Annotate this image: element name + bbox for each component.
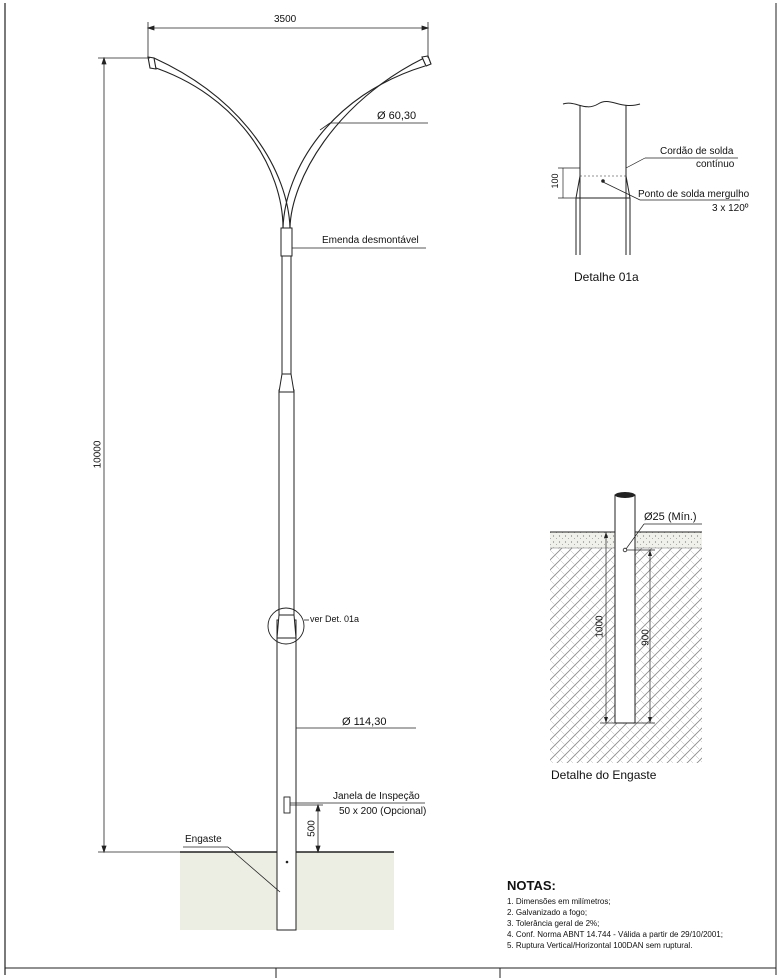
dim-total-height: [98, 56, 180, 854]
note-item: 4. Conf. Norma ABNT 14.744 - Válida a pa…: [507, 930, 723, 939]
hole-diameter-label: Ø25 (Mín.): [644, 511, 697, 523]
spot-line2-label: 3 x 120º: [712, 203, 749, 214]
notes-title: NOTAS:: [507, 878, 556, 893]
detail-01a-caption: Detalhe 01a: [574, 270, 639, 284]
window-title-label: Janela de Inspeção: [333, 791, 420, 802]
weld-line1-label: Cordão de solda: [660, 146, 734, 157]
inspection-window: [283, 796, 291, 814]
detail-embed-drawing: [550, 492, 702, 763]
total-height-label: 10000: [92, 440, 104, 469]
splice-label: Emenda desmontável: [322, 235, 419, 246]
see-detail-label: ver Det. 01a: [310, 614, 360, 624]
dim-arm-span: [146, 22, 430, 58]
grounding-hole: [285, 860, 289, 864]
embed-depth-label: 1000: [594, 615, 606, 638]
notes-block: NOTAS: 1. Dimensões em milímetros; 2. Ga…: [507, 878, 775, 951]
window-size-label: 50 x 200 (Opcional): [339, 806, 427, 817]
note-item: 2. Galvanizado a fogo;: [507, 908, 588, 917]
window-height-label: 500: [306, 820, 318, 837]
embedment-label: Engaste: [185, 834, 222, 845]
arm-span-label: 3500: [274, 14, 297, 25]
note-item: 3. Tolerância geral de 2%;: [507, 919, 600, 928]
pole-arms: [147, 55, 432, 229]
weld-length-label: 100: [550, 173, 560, 189]
leader-lines: [183, 122, 428, 893]
detail-embed-caption: Detalhe do Engaste: [551, 768, 657, 782]
note-item: 1. Dimensões em milímetros;: [507, 897, 611, 906]
base-diameter-label: Ø 114,30: [342, 716, 387, 728]
dim-window-height: [290, 803, 323, 854]
arm-diameter-label: Ø 60,30: [377, 110, 417, 122]
spot-line1-label: Ponto de solda mergulho: [638, 189, 750, 200]
detail-circle: [267, 607, 305, 645]
weld-line2-label: contínuo: [696, 159, 735, 170]
hole-depth-label: 900: [640, 629, 652, 646]
detail-01a-drawing: [558, 100, 740, 255]
pole: [276, 227, 297, 931]
note-item: 5. Ruptura Vertical/Horizontal 100DAN se…: [507, 941, 693, 950]
sheet-border: [4, 3, 777, 978]
